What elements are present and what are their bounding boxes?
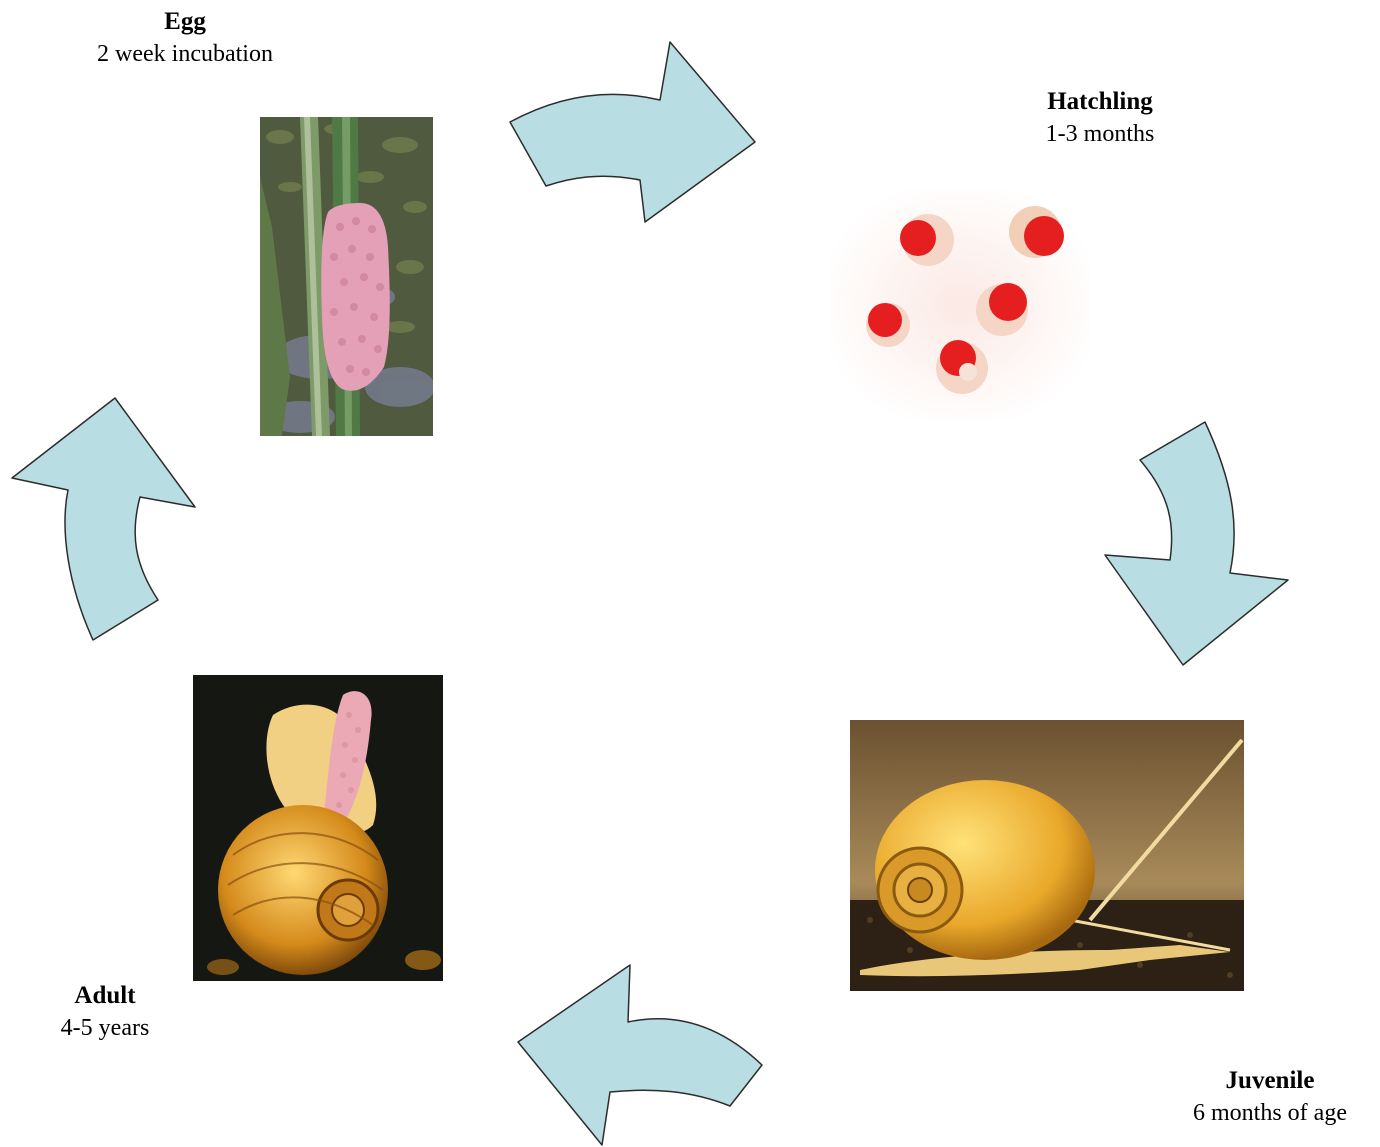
arrow-juvenile-to-adult bbox=[518, 965, 762, 1145]
arrow-egg-to-hatchling bbox=[510, 42, 755, 222]
arrow-hatchling-to-juvenile bbox=[1105, 422, 1288, 665]
arrow-adult-to-egg bbox=[12, 398, 195, 640]
